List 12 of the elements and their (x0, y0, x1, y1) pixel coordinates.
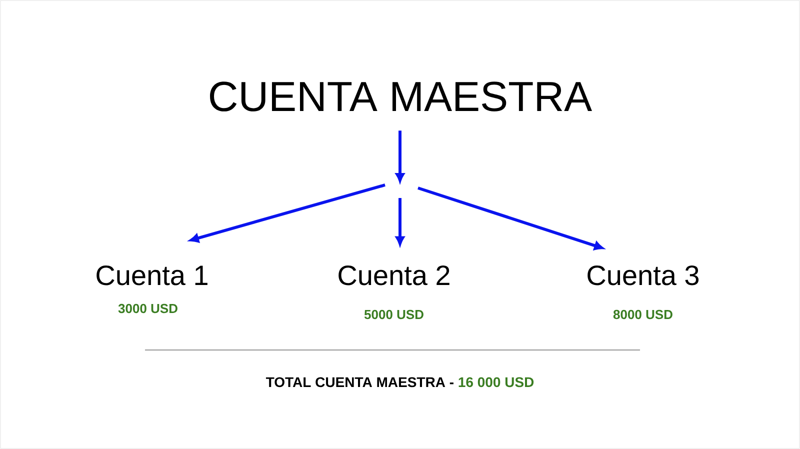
total-text: TOTAL CUENTA MAESTRA - 16 000 USD (266, 377, 534, 388)
amount-text: 8000 USD (613, 310, 672, 320)
arrow (418, 186, 604, 250)
account-label: Cuenta 3 (588, 265, 699, 286)
arrow (396, 130, 404, 182)
arrow (396, 198, 404, 246)
account-label: Cuenta 2 (338, 265, 450, 286)
amount-text: 5000 USD (364, 310, 424, 320)
amount-text: 3000 USD (118, 304, 178, 314)
title-text: CUENTA MAESTRA (210, 82, 592, 112)
arrow (190, 184, 386, 243)
account-label: Cuenta 1 (96, 265, 208, 286)
